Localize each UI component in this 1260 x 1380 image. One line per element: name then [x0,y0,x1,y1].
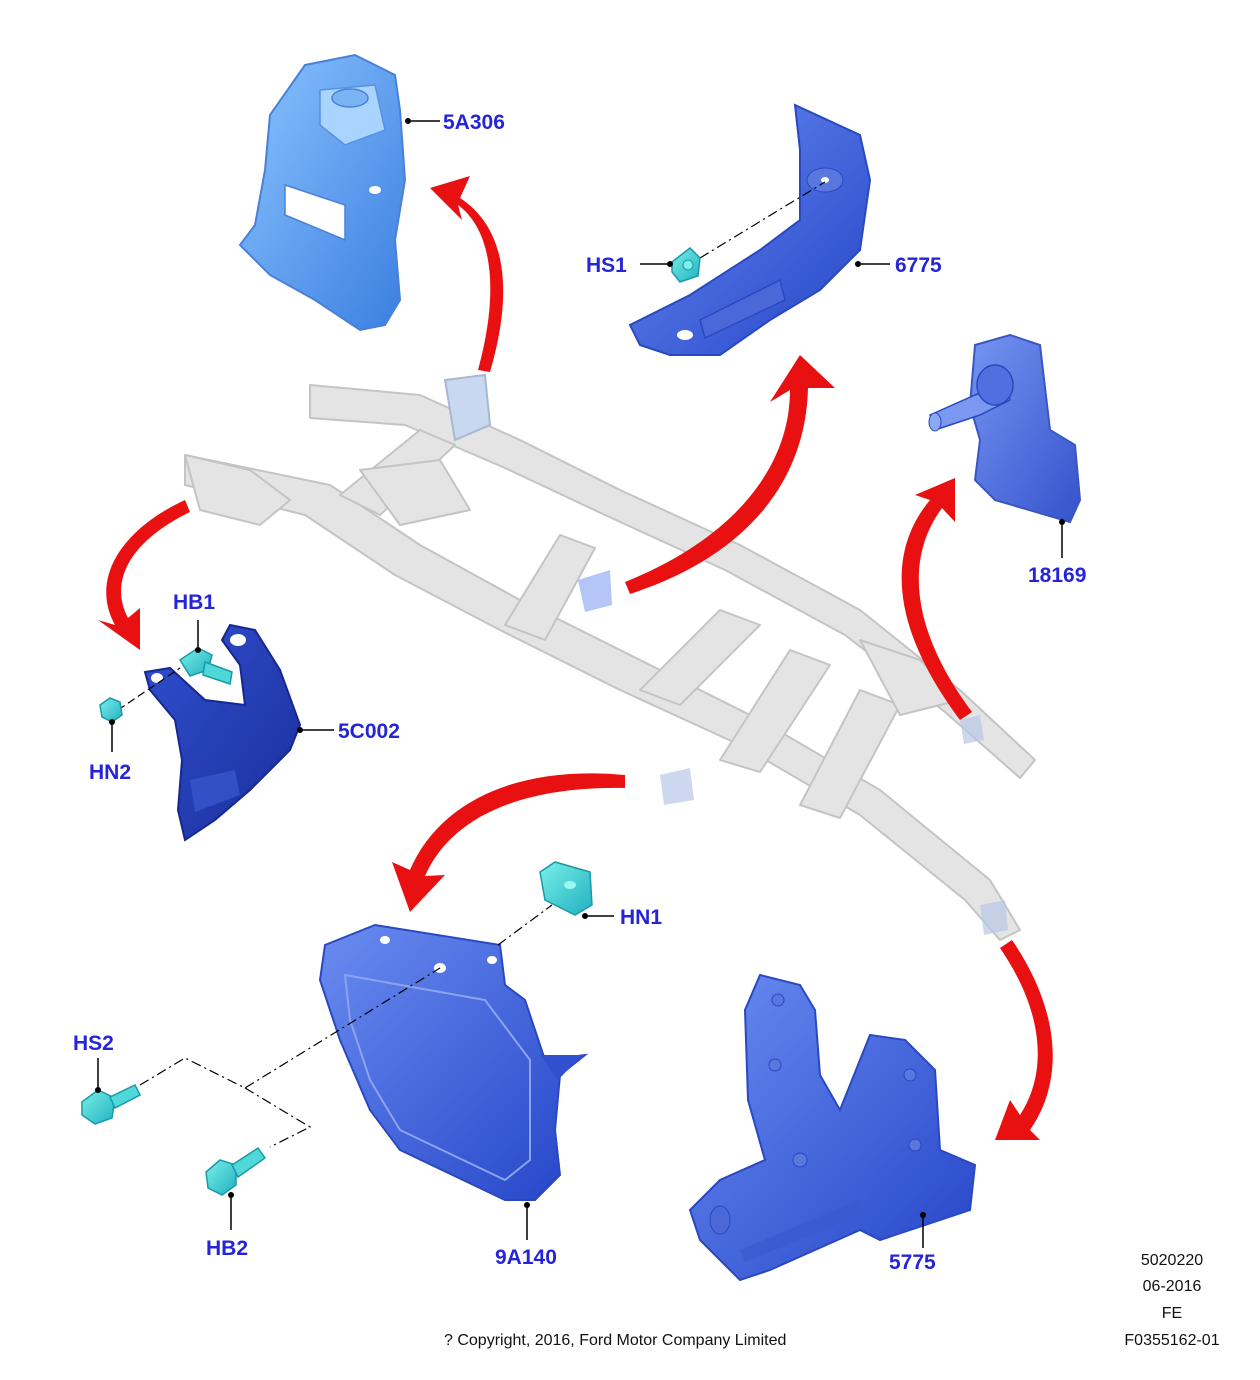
callout-6775: 6775 [895,254,942,277]
part-5A306 [238,53,407,332]
part-18169 [928,333,1082,524]
part-5775 [688,973,977,1282]
frame-mount-highlights [443,373,1008,935]
leader-dot-HS1 [667,261,673,267]
fastener-HB1 [178,647,233,685]
arrow-to-9A140 [392,773,625,912]
fastener-HB2 [205,1146,267,1196]
dash-HS1-6775 [699,181,826,259]
callout-18169: 18169 [1028,564,1087,587]
part-6775 [628,103,872,356]
fastener-HS2 [81,1084,142,1125]
callout-HB2: HB2 [206,1237,249,1260]
fastener-HS1 [671,247,701,283]
callout-HB1: HB1 [173,591,216,614]
fastener-HN2 [99,697,123,723]
dash-bolt-paths [139,967,441,1148]
part-9A140 [318,923,589,1201]
explode-arrows [98,176,1053,1140]
leader-dot-6775 [855,261,861,267]
leader-dot-HB2 [228,1192,234,1198]
leader-dot-9A140 [524,1202,530,1208]
chassis-frame [184,384,1036,941]
arrow-to-6775 [625,355,835,594]
callout-9A140: 9A140 [495,1246,557,1269]
callout-5C002: 5C002 [338,720,400,743]
region-code: FE [1161,1305,1183,1322]
leader-dot-5775 [920,1212,926,1218]
callout-5775: 5775 [889,1251,936,1274]
callout-HN2: HN2 [89,761,132,784]
leader-dot-5C002 [297,727,303,733]
diagram-date: 06-2016 [1142,1278,1202,1295]
dash-HB1 [117,667,181,711]
callout-5A306: 5A306 [443,111,505,134]
leader-dot-18169 [1059,519,1065,525]
copyright-notice: ? Copyright, 2016, Ford Motor Company Li… [444,1332,787,1349]
dash-HN1-9A140 [497,904,553,946]
callout-HN1: HN1 [620,906,663,929]
leader-dot-HB1 [195,647,201,653]
leader-dot-HN2 [109,719,115,725]
leader-dot-HS2 [95,1087,101,1093]
part-5C002 [143,623,302,842]
arrow-to-5775 [995,940,1053,1140]
diagram-code: 5020220 [1140,1252,1204,1269]
fastener-HN1 [539,861,593,916]
callout-HS2: HS2 [73,1032,114,1055]
leader-dot-5A306 [405,118,411,124]
callout-HS1: HS1 [586,254,627,277]
leader-dot-HN1 [582,913,588,919]
arrow-to-18169 [901,478,972,720]
arrow-to-5C002 [98,500,190,650]
figure-id: F0355162-01 [1124,1332,1220,1349]
arrow-to-5A306 [430,176,504,372]
